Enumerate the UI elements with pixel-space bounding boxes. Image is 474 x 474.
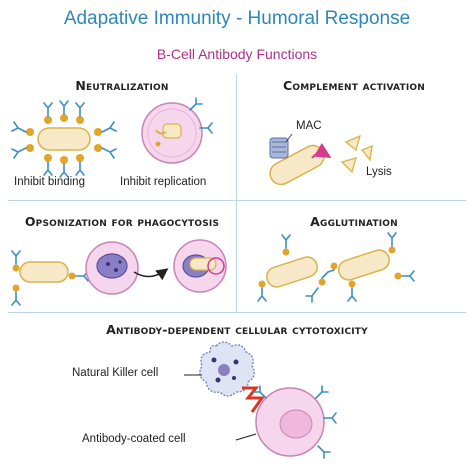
lightning-bolt [242,386,265,413]
mac-label: MAC [296,120,322,132]
page-subtitle: B-Cell Antibody Functions [156,46,318,62]
opsonization-heading: Opsonization for phagocytosis [24,214,220,229]
agglutination-heading: Agglutination [310,214,398,229]
complement-heading: Complement activation [283,78,425,93]
antibody-coated-label: Antibody-coated cell [82,433,186,445]
horizontal-divider-top [8,200,466,201]
page-title: Adapative Immunity - Humoral Response [63,8,411,29]
target-pointer-line [235,433,257,441]
infected-cell [141,97,213,164]
lysed-fragments [340,134,373,174]
phagocyte-cell-2 [173,239,227,293]
adcc-heading: Antibody-dependent cellular cytotoxicity [106,322,368,337]
inhibit-binding-label: Inhibit binding [14,176,85,188]
neutralized-bacterium [11,100,117,178]
complement-arrow [311,142,332,159]
neutralization-heading: Neutralization [75,78,169,93]
agglutinated-bacteria [257,232,415,303]
opsonization-arrow [133,268,169,281]
natural-killer-label: Natural Killer cell [72,367,159,379]
lysis-label: Lysis [366,166,392,178]
opsonized-bacterium [11,250,89,306]
mac-complex [269,133,293,159]
complement-bacterium [269,133,325,186]
vertical-divider [236,74,237,312]
natural-killer-cell [199,341,255,397]
antibody-coated-target-cell [253,385,337,459]
inhibit-replication-label: Inhibit replication [120,176,207,188]
phagocyte-cell-1 [85,241,139,295]
horizontal-divider-bottom [8,312,466,313]
